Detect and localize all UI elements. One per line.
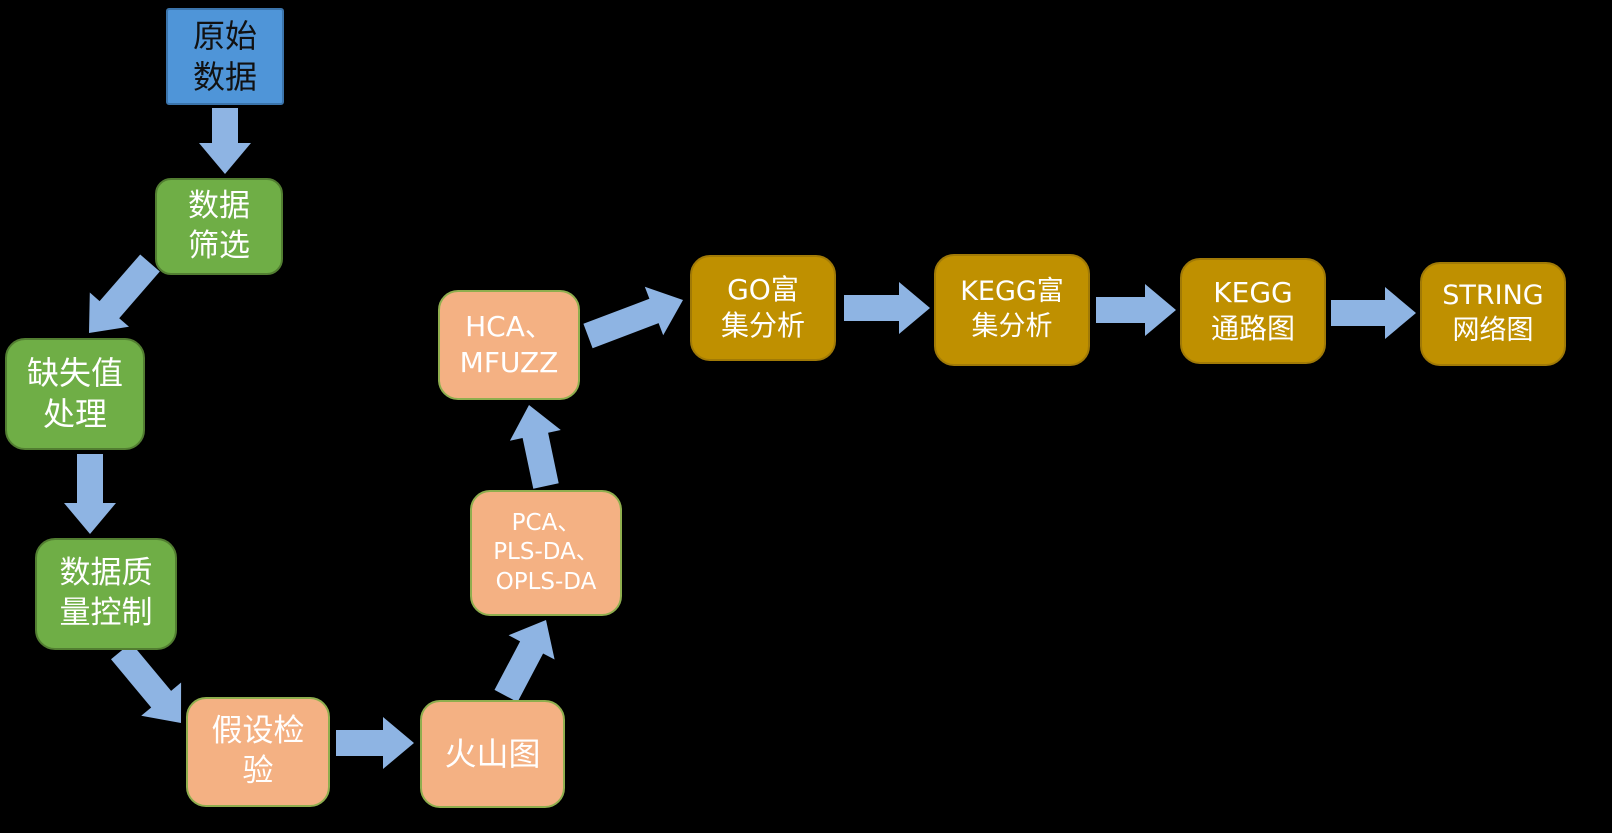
node-kegg-pathway: KEGG 通路图 bbox=[1180, 258, 1326, 364]
node-go-enrichment: GO富 集分析 bbox=[690, 255, 836, 361]
node-data-filter: 数据 筛选 bbox=[155, 178, 283, 275]
arrow-volcano-plot-to-pca-models bbox=[494, 620, 555, 703]
node-quality-control: 数据质 量控制 bbox=[35, 538, 177, 650]
arrow-data-filter-to-missing-value bbox=[89, 254, 160, 333]
node-string-network: STRING 网络图 bbox=[1420, 262, 1566, 366]
node-volcano-plot: 火山图 bbox=[420, 700, 565, 808]
arrow-kegg-pathway-to-string-network bbox=[1331, 287, 1416, 339]
arrow-hypothesis-test-to-volcano-plot bbox=[336, 717, 414, 769]
node-raw-data: 原始 数据 bbox=[166, 8, 284, 105]
arrow-hca-mfuzz-to-go-enrichment bbox=[583, 286, 683, 349]
node-missing-value: 缺失值 处理 bbox=[5, 338, 145, 450]
arrow-quality-control-to-hypothesis-test bbox=[111, 642, 182, 723]
arrow-raw-data-to-data-filter bbox=[199, 108, 251, 174]
arrow-kegg-enrichment-to-kegg-pathway bbox=[1096, 284, 1176, 336]
arrow-missing-value-to-quality-control bbox=[64, 454, 116, 534]
arrow-go-enrichment-to-kegg-enrichment bbox=[844, 282, 930, 334]
node-hypothesis-test: 假设检 验 bbox=[186, 697, 330, 807]
node-kegg-enrichment: KEGG富 集分析 bbox=[934, 254, 1090, 366]
node-pca-models: PCA、 PLS-DA、 OPLS-DA bbox=[470, 490, 622, 616]
node-hca-mfuzz: HCA、 MFUZZ bbox=[438, 290, 580, 400]
arrow-pca-models-to-hca-mfuzz bbox=[509, 405, 561, 489]
